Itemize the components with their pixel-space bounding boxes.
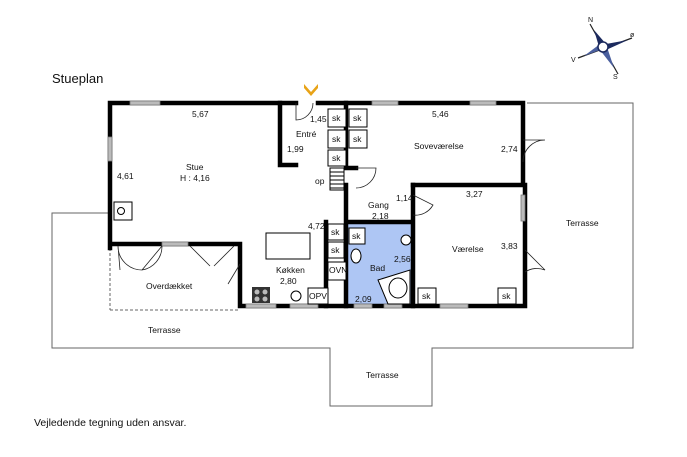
dim-entre-top: 1,45 xyxy=(310,114,327,124)
dim-sove-top: 5,46 xyxy=(432,109,449,119)
door xyxy=(522,139,546,163)
dim-gang-h: 1,14 xyxy=(396,193,413,203)
wood-stove-icon xyxy=(113,201,133,221)
stairs-icon xyxy=(329,167,345,191)
closet xyxy=(417,287,437,305)
terrace-left: Terrasse xyxy=(148,325,181,335)
window xyxy=(353,303,373,309)
window xyxy=(245,303,277,309)
dim-koekken-h: 4,72 xyxy=(308,221,325,231)
svg-text:sk: sk xyxy=(352,231,361,241)
room-gang: Gang xyxy=(368,200,389,210)
terrace-right: Terrasse xyxy=(566,218,599,228)
window xyxy=(371,100,399,106)
exterior-wall xyxy=(107,100,528,309)
svg-text:sk: sk xyxy=(331,245,340,255)
room-koekken: Køkken xyxy=(276,265,305,275)
dim-sove-side: 2,74 xyxy=(501,144,518,154)
closets: sk sk sk sk sk sk sk sk sk sk xyxy=(327,108,517,305)
door xyxy=(227,263,241,285)
oven-label: OVN xyxy=(329,265,347,275)
svg-text:sk: sk xyxy=(331,227,340,237)
window xyxy=(289,303,319,309)
page-title: Stueplan xyxy=(52,71,103,86)
entrance-door xyxy=(295,102,314,121)
window xyxy=(439,303,469,309)
dim-koekken-w: 2,80 xyxy=(280,276,297,286)
entrance-arrow-icon xyxy=(304,84,318,96)
closet xyxy=(327,241,345,259)
terrace-door xyxy=(117,245,143,271)
interior-wall xyxy=(277,100,416,309)
room-overdaekket: Overdækket xyxy=(146,281,193,291)
closet xyxy=(327,108,347,128)
kitchen-island xyxy=(265,232,311,260)
closet xyxy=(497,287,517,305)
svg-text:sk: sk xyxy=(353,113,362,123)
dim-stue-left: 4,61 xyxy=(117,171,134,181)
compass-n: N xyxy=(588,17,593,24)
room-stue-height: H : 4,16 xyxy=(180,173,210,183)
stairs-label: op xyxy=(315,176,325,186)
door xyxy=(412,194,434,216)
disclaimer: Vejledende tegning uden ansvar. xyxy=(34,417,186,429)
door xyxy=(355,167,377,189)
compass-s: S xyxy=(613,74,618,81)
terrace-outline xyxy=(51,102,634,407)
dishwasher xyxy=(307,287,329,305)
dim-bad-h: 2,56 xyxy=(394,254,411,264)
sink-icon xyxy=(290,290,302,302)
closet xyxy=(348,108,368,128)
dim-entre-side: 1,99 xyxy=(287,144,304,154)
dim-gang-w: 2,18 xyxy=(372,211,389,221)
terrace-door xyxy=(189,245,235,267)
room-entre: Entré xyxy=(296,129,317,139)
compass-icon: N ø S V xyxy=(571,17,635,81)
window xyxy=(107,136,113,162)
toilet-icon xyxy=(350,248,362,264)
dim-stue-top: 5,67 xyxy=(192,109,209,119)
window xyxy=(383,303,403,309)
terrace-door xyxy=(141,245,163,271)
closet xyxy=(327,129,347,149)
closet xyxy=(327,149,347,167)
stove-icon xyxy=(252,287,270,303)
dim-vaerelse-side: 3,83 xyxy=(501,241,518,251)
closet xyxy=(348,129,368,149)
closet xyxy=(348,227,366,245)
svg-text:sk: sk xyxy=(422,291,431,301)
svg-text:sk: sk xyxy=(353,134,362,144)
compass-v: V xyxy=(571,57,576,64)
svg-text:sk: sk xyxy=(332,153,341,163)
room-bad: Bad xyxy=(370,263,385,273)
room-vaerelse: Værelse xyxy=(452,244,484,254)
compass-o: ø xyxy=(630,32,635,39)
window xyxy=(129,100,161,106)
door xyxy=(524,249,546,273)
terrace-bottom: Terrasse xyxy=(366,370,399,380)
room-sovevaerelse: Soveværelse xyxy=(414,141,464,151)
window xyxy=(520,194,526,222)
oven xyxy=(327,261,347,281)
window xyxy=(469,100,497,106)
closet xyxy=(327,223,345,241)
dishwasher-label: OPV xyxy=(309,291,327,301)
washbasin-icon xyxy=(400,234,412,246)
svg-text:sk: sk xyxy=(332,134,341,144)
window xyxy=(161,241,189,247)
dim-bad-w: 2,09 xyxy=(355,294,372,304)
svg-text:sk: sk xyxy=(502,291,511,301)
svg-text:sk: sk xyxy=(332,113,341,123)
room-stue: Stue xyxy=(186,162,204,172)
dim-vaerelse-top: 3,27 xyxy=(466,189,483,199)
